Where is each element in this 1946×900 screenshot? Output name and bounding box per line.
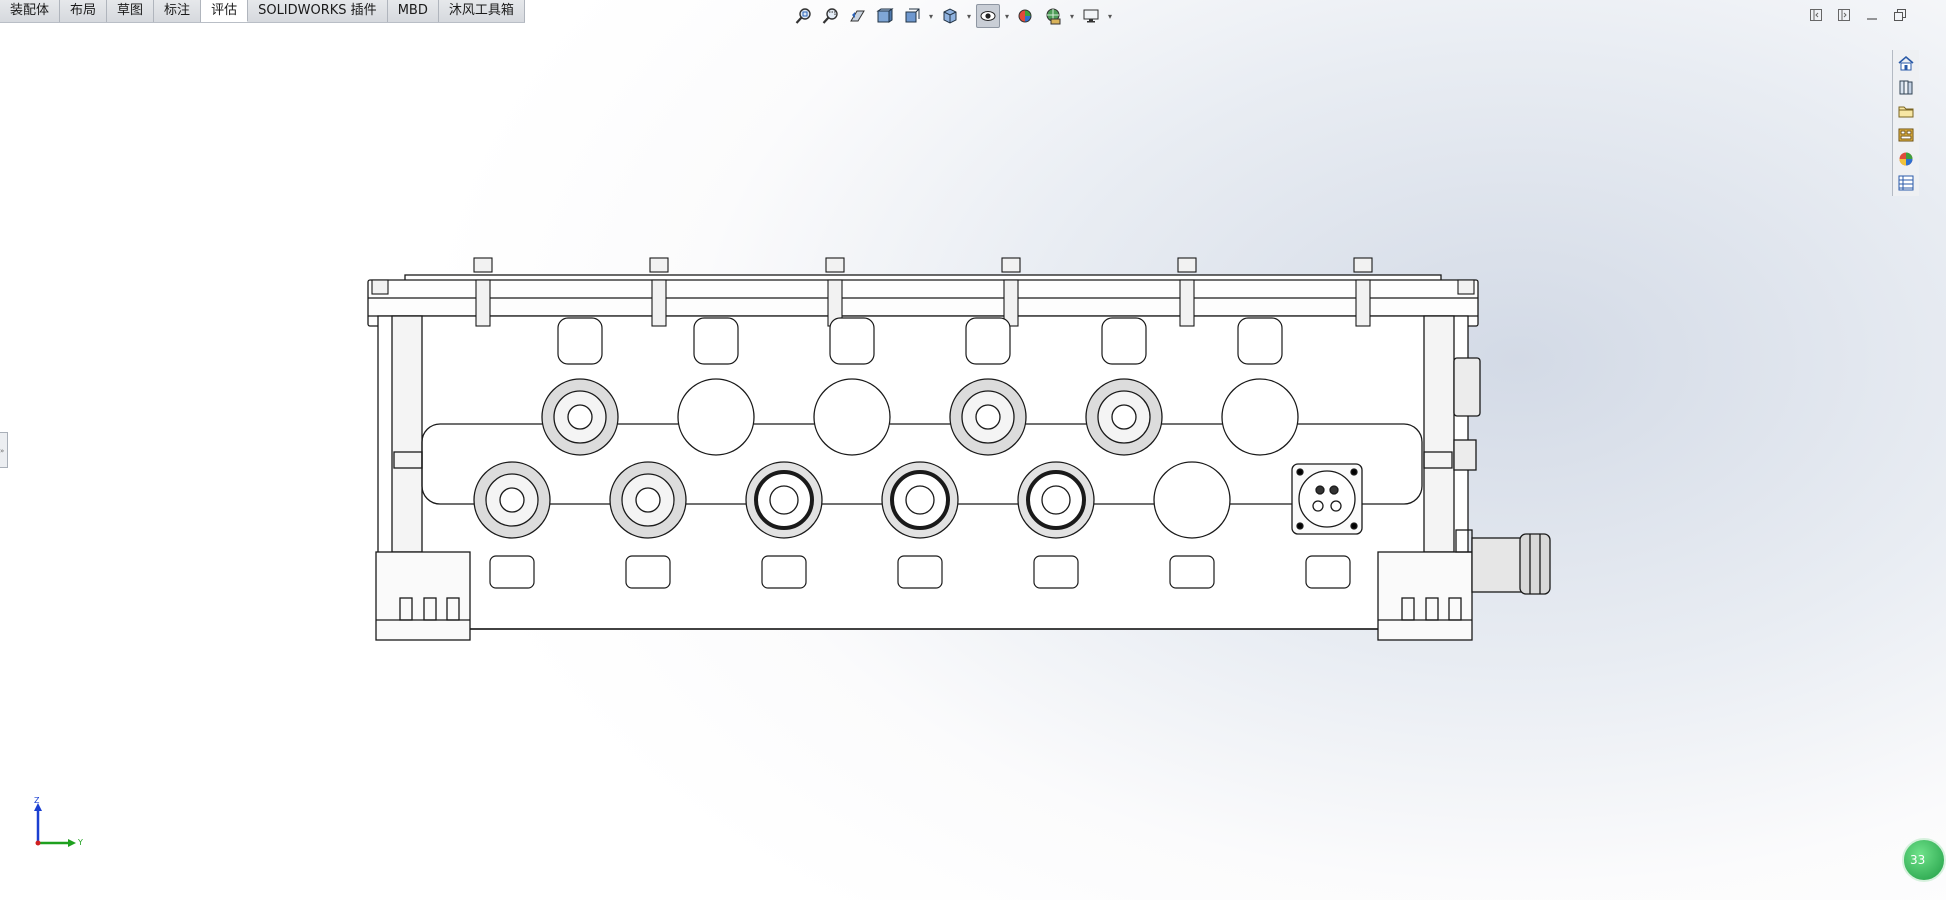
file-explorer-icon (1898, 106, 1914, 118)
feature-manager-collapse-handle[interactable]: » (0, 432, 8, 468)
zoom-to-area-button[interactable] (819, 4, 843, 28)
appearances-scenes-icon (1899, 152, 1913, 166)
top-cutouts (489, 317, 1351, 589)
apply-scene-icon (1046, 8, 1061, 25)
dynamic-annotation-button[interactable] (900, 4, 924, 28)
upper-cable-glands (541, 378, 1299, 456)
tab-layout[interactable]: 布局 (60, 0, 108, 22)
restore-icon (1894, 9, 1906, 21)
design-library-icon (1899, 80, 1913, 95)
tab-sketch[interactable]: 草图 (107, 0, 155, 22)
custom-properties-icon (1898, 175, 1914, 191)
task-pane-design-library[interactable] (1894, 76, 1918, 98)
heads-up-view-toolbar: ▾ ▾ ▾ ▾ ▾ (792, 3, 1114, 29)
zoom-to-fit-button[interactable] (792, 4, 816, 28)
edit-appearance-icon (1018, 9, 1032, 23)
lower-cable-glands (473, 461, 1363, 539)
display-style-icon (980, 11, 996, 21)
tile-right-button[interactable] (1835, 6, 1853, 24)
task-pane-file-explorer[interactable] (1894, 100, 1918, 122)
display-style-button[interactable] (976, 4, 1000, 28)
tab-mbd[interactable]: MBD (387, 0, 439, 22)
view-palette-icon (1898, 128, 1914, 142)
restore-button[interactable] (1891, 6, 1909, 24)
apply-scene-dropdown[interactable]: ▾ (1069, 11, 1074, 21)
tab-solidworks-addins[interactable]: SOLIDWORKS 插件 (248, 0, 388, 22)
view-settings-icon (1083, 9, 1099, 23)
task-pane-resources[interactable] (1894, 52, 1918, 74)
window-controls (1807, 6, 1909, 24)
command-manager-tabs: 装配体 布局 草图 标注 评估 SOLIDWORKS 插件 MBD 沐风工具箱 (0, 0, 525, 23)
tile-left-button[interactable] (1807, 6, 1825, 24)
lid-bolts (371, 257, 1475, 327)
triad-y-label: Y (77, 838, 83, 847)
dynamic-annotation-icon (905, 8, 920, 23)
tab-mufeng-toolbox[interactable]: 沐风工具箱 (438, 0, 525, 22)
view-orientation-dropdown[interactable]: ▾ (966, 11, 971, 21)
view-orientation-icon (943, 8, 957, 24)
tab-evaluate[interactable]: 评估 (201, 0, 249, 22)
minimize-button[interactable] (1863, 6, 1881, 24)
tab-markup[interactable]: 标注 (154, 0, 202, 22)
expand-arrow-icon: » (0, 447, 5, 455)
task-pane-view-palette[interactable] (1894, 124, 1918, 146)
solidworks-resources-icon (1898, 55, 1914, 71)
apply-scene-button[interactable] (1041, 4, 1065, 28)
section-view-button[interactable] (873, 4, 897, 28)
edit-appearance-button[interactable] (1014, 4, 1038, 28)
task-pane-tabs (1892, 50, 1919, 196)
view-settings-dropdown[interactable]: ▾ (1107, 11, 1112, 21)
previous-view-button[interactable] (846, 4, 870, 28)
zoom-to-fit-icon (795, 8, 811, 24)
task-pane-custom-properties[interactable] (1894, 172, 1918, 194)
view-orientation-button[interactable] (938, 4, 962, 28)
view-settings-button[interactable] (1079, 4, 1103, 28)
tile-right-icon (1838, 9, 1850, 21)
dynamic-annotation-dropdown[interactable]: ▾ (928, 11, 933, 21)
enclosure-assembly (367, 274, 1551, 641)
status-badge[interactable]: 33 (1902, 838, 1946, 882)
previous-view-icon (850, 10, 865, 22)
section-view-icon (876, 8, 894, 23)
task-pane-appearances[interactable] (1894, 148, 1918, 170)
tile-left-icon (1810, 9, 1822, 21)
zoom-to-area-icon (822, 8, 838, 24)
coordinate-triad: Z Y (28, 795, 88, 855)
triad-z-label: Z (34, 796, 40, 805)
display-style-dropdown[interactable]: ▾ (1004, 11, 1009, 21)
tab-assembly[interactable]: 装配体 (0, 0, 61, 22)
minimize-icon (1867, 18, 1877, 20)
